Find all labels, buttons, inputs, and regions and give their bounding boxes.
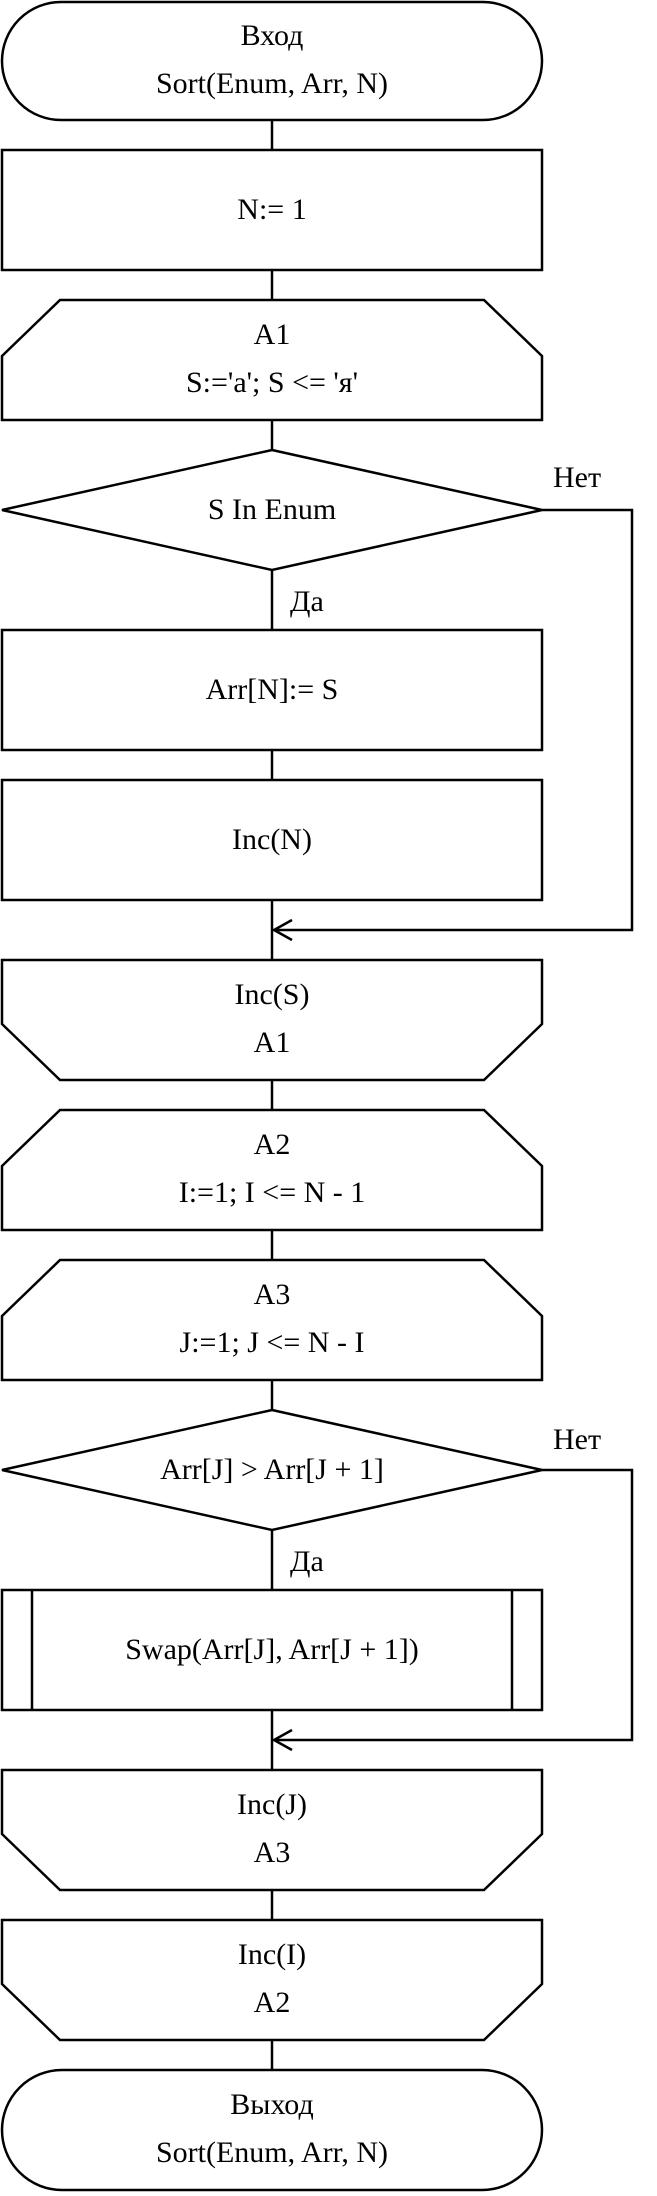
decision-s-in-enum: S In Enum Да Нет (1, 448, 601, 618)
start-signature: Sort(Enum, Arr, N) (156, 67, 388, 100)
process-assign-arr: Arr[N]:= S (0, 628, 544, 752)
loop-a2-begin: A2 I:=1; I <= N - 1 (0, 1108, 544, 1232)
process-init-n: N:= 1 (0, 148, 544, 272)
no-branch-path-1 (271, 508, 634, 942)
loop-a1-end: Inc(S) A1 (0, 958, 544, 1082)
decision-compare: Arr[J] > Arr[J + 1] Да Нет (1, 1408, 601, 1578)
predefined-process-swap: Swap(Arr[J], Arr[J + 1]) (0, 1588, 544, 1712)
decision-compare-text: Arr[J] > Arr[J + 1] (160, 1453, 384, 1486)
loop-a1-condition: S:='a'; S <= 'я' (186, 366, 358, 399)
loop-a1-label: A1 (254, 318, 291, 351)
decision-1-no-label: Нет (553, 461, 601, 494)
decision-s-in-enum-text: S In Enum (208, 493, 336, 526)
end-signature: Sort(Enum, Arr, N) (156, 2136, 388, 2169)
loop-a2-label: A2 (254, 1128, 291, 1161)
process-inc-n: Inc(N) (0, 778, 544, 902)
decision-2-no-label: Нет (553, 1423, 601, 1456)
predefined-process-swap-text: Swap(Arr[J], Arr[J + 1]) (125, 1633, 419, 1666)
loop-a2-end: Inc(I) A2 (0, 1918, 544, 2042)
process-assign-arr-text: Arr[N]:= S (206, 673, 339, 706)
process-inc-n-text: Inc(N) (232, 823, 312, 856)
loop-a2-end-step: Inc(I) (238, 1938, 306, 1971)
loop-a3-label: A3 (254, 1278, 291, 1311)
loop-a3-end-label: A3 (254, 1836, 291, 1869)
no-branch-path-2 (271, 1468, 634, 1752)
loop-a3-end: Inc(J) A3 (0, 1768, 544, 1892)
end-terminal: Выход Sort(Enum, Arr, N) (0, 2068, 544, 2192)
loop-a2-condition: I:=1; I <= N - 1 (179, 1176, 366, 1209)
end-title: Выход (230, 2088, 313, 2121)
decision-1-yes-label: Да (290, 585, 324, 618)
loop-a1-begin: A1 S:='a'; S <= 'я' (0, 298, 544, 422)
loop-a3-end-step: Inc(J) (237, 1788, 307, 1821)
loop-a3-condition: J:=1; J <= N - I (180, 1326, 365, 1359)
start-terminal: Вход Sort(Enum, Arr, N) (0, 0, 544, 122)
decision-2-yes-label: Да (290, 1545, 324, 1578)
loop-a2-end-label: A2 (254, 1986, 291, 2019)
loop-a1-end-step: Inc(S) (235, 978, 310, 1011)
process-init-n-text: N:= 1 (237, 193, 306, 226)
start-title: Вход (241, 19, 304, 52)
loop-a3-begin: A3 J:=1; J <= N - I (0, 1258, 544, 1382)
loop-a1-end-label: A1 (254, 1026, 291, 1059)
